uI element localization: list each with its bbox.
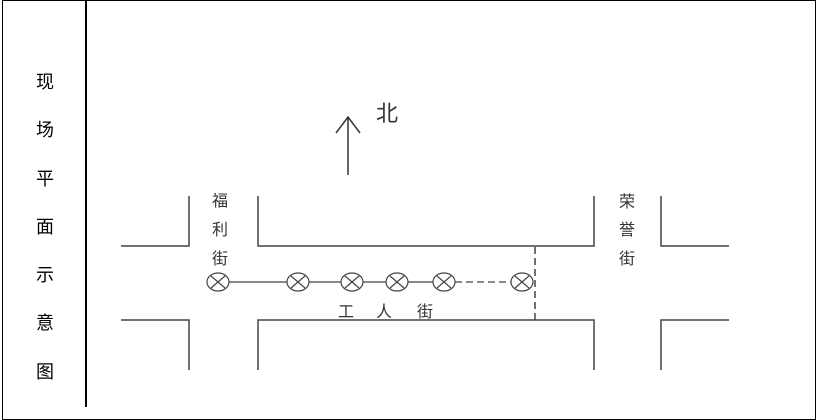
site-plan: 北 福 利 街 荣 誉 街 工 人 街 <box>121 102 729 370</box>
street-lamp-icon <box>206 272 230 292</box>
north-arrow-icon <box>335 115 361 175</box>
road-edge <box>257 196 595 247</box>
street-main-char: 人 <box>376 302 392 321</box>
row-label-char: 示 <box>36 265 54 286</box>
road-edge <box>257 319 595 370</box>
street-east-char: 街 <box>619 249 635 268</box>
road-edge <box>660 196 729 247</box>
street-east-char: 荣 <box>619 192 635 211</box>
street-lamp-icon <box>432 272 456 292</box>
row-label-char: 意 <box>36 313 54 334</box>
street-west-char: 福 <box>212 191 228 210</box>
street-lamp-icon <box>510 272 534 292</box>
road-edge <box>660 319 729 370</box>
street-lamp-icon <box>385 272 409 292</box>
road-edges <box>121 196 729 370</box>
road-edge <box>121 319 190 370</box>
street-east-char: 誉 <box>619 220 635 239</box>
street-lamp-icon <box>286 272 310 292</box>
street-main-char: 工 <box>338 302 354 321</box>
row-label-char: 平 <box>36 169 54 190</box>
street-lamp-icon <box>340 272 364 292</box>
north-label: 北 <box>376 102 398 127</box>
street-west-char: 利 <box>212 220 228 239</box>
lamps <box>206 272 534 292</box>
row-label-char: 现 <box>36 72 54 93</box>
column-divider <box>85 0 87 407</box>
street-main-char: 街 <box>417 302 433 321</box>
street-west-char: 街 <box>212 249 228 268</box>
row-label-char: 图 <box>36 362 54 383</box>
row-label-char: 面 <box>36 217 54 238</box>
row-label-char: 场 <box>36 120 54 141</box>
road-edge <box>121 196 190 247</box>
